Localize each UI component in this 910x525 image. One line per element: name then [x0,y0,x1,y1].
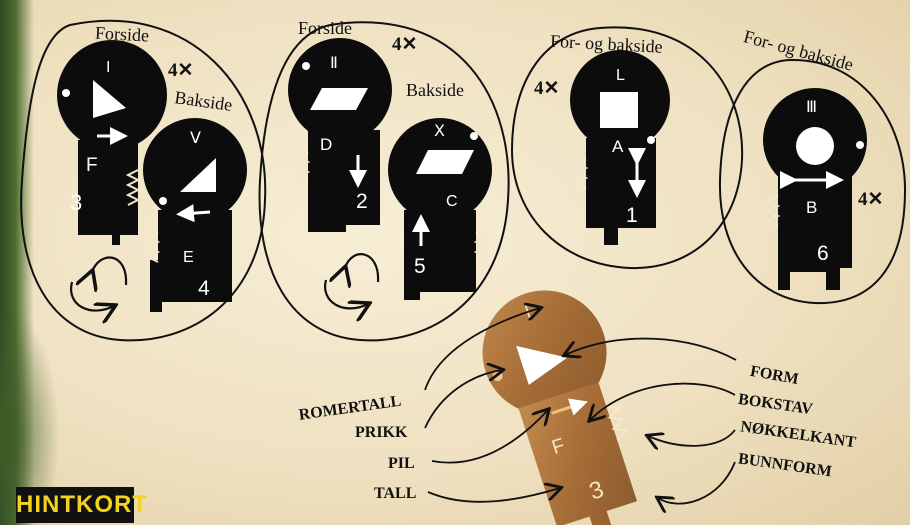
circle-shape [796,127,834,165]
key-2b-letter: C [446,193,458,210]
key-4-roman: Ⅲ [806,99,817,116]
key-1b-number: 4 [198,277,210,300]
key-3-roman: L [616,67,625,84]
key-2-letter: D [320,135,332,154]
key-1-front: I F 3 [57,40,167,245]
label-form: FORM [749,363,800,388]
diagram-key: I F 3 [466,274,660,525]
group-2-count: 4✕ [392,34,417,55]
arrow-bunnform [658,462,735,504]
square-shape [600,92,638,128]
key-2b-number: 5 [414,255,426,278]
group-4-title: For- og bakside [741,26,855,74]
label-romertall: ROMERTALL [298,393,403,424]
group-3-count: 4✕ [534,78,559,99]
label-bunnform: BUNNFORM [737,450,833,480]
arrow-tall [428,488,560,502]
key-2-front: Ⅱ D 2 [288,38,392,232]
key-4-letter: B [806,198,817,217]
label-bokstav: BOKSTAV [737,391,814,418]
arrow-left [182,212,210,214]
rotate-arrows-1 [71,257,126,310]
key-2-roman: Ⅱ [330,55,338,72]
key-1b-roman: Ⅴ [190,130,201,147]
label-pil: PIL [388,455,415,472]
key-4-number: 6 [817,242,829,265]
key-2-back: Ⅹ C 5 [388,118,492,300]
arrow-nokkelkant [648,430,735,446]
key-1-number: 3 [70,190,82,215]
group-2-title: Forside [298,18,352,38]
group-1-subtitle: Bakside [173,87,233,115]
key-1-back: Ⅴ E 4 [143,118,247,312]
key-3: L A 1 [570,50,670,245]
group-1-count: 4✕ [168,60,193,81]
group-4-count: 4✕ [858,189,883,210]
rotate-arrows-2 [325,254,378,308]
key-1b-letter: E [183,249,194,266]
dot [647,136,655,144]
dot [159,197,167,205]
key-4: Ⅲ B 6 [763,88,867,290]
key-1-letter: F [86,155,98,176]
dot [62,89,70,97]
label-nokkelkant: NØKKELKANT [739,418,857,451]
key-3-letter: A [612,137,624,156]
label-tall: TALL [374,485,416,502]
label-prikk: PRIKK [355,424,408,441]
key-2-number: 2 [356,190,368,213]
hint-card-badge: HINTKORT [16,487,134,523]
key-3-number: 1 [626,204,638,227]
dot [302,62,310,70]
key-2b-roman: Ⅹ [434,123,445,140]
group-2-subtitle: Bakside [406,80,464,100]
dot [856,141,864,149]
key-1-roman: I [106,59,110,76]
dot [470,132,478,140]
